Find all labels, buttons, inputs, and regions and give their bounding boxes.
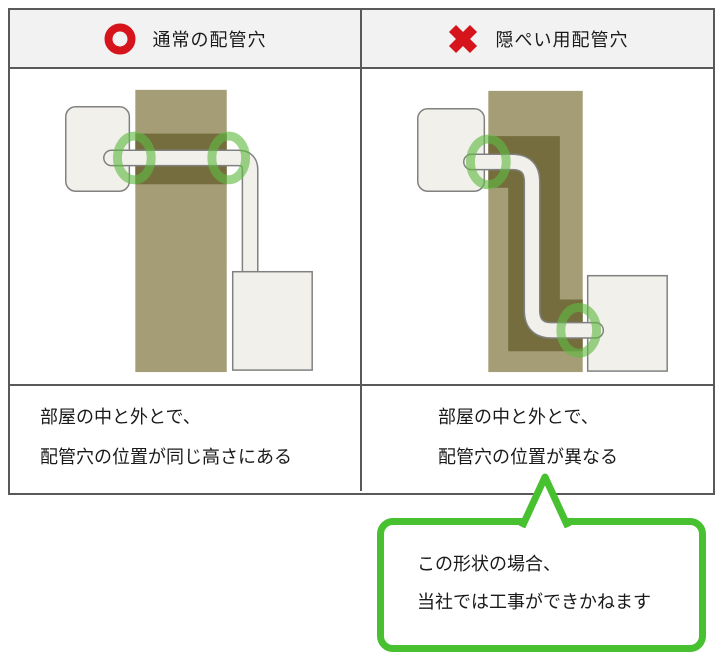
wall [135, 89, 227, 373]
header-label-concealed: 隠ぺい用配管穴 [495, 29, 629, 51]
outdoor-unit [231, 270, 313, 371]
cross-ng-icon [448, 24, 477, 53]
callout-line1: この形状の場合、 [417, 554, 561, 575]
hole-marker-indoor [112, 131, 156, 185]
hole-marker-indoor [465, 134, 511, 190]
hole-marker-outdoor [556, 303, 602, 358]
caption-concealed-line1: 部屋の中と外とで、 [438, 407, 599, 428]
caption-normal: 部屋の中と外とで、 配管穴の位置が同じ高さにある [10, 386, 362, 491]
circle-ok-icon [104, 23, 135, 54]
diagram-normal-piping [10, 69, 362, 386]
outdoor-unit [586, 274, 668, 372]
normal-piping-diagram [65, 89, 313, 373]
caption-concealed: 部屋の中と外とで、 配管穴の位置が異なる [362, 386, 713, 491]
callout-bubble: この形状の場合、 当社では工事ができかねます [377, 518, 706, 652]
concealed-piping-diagram [417, 90, 668, 373]
hole-marker-outdoor [207, 131, 251, 185]
piping-hole-comparison-table: 通常の配管穴 隠ぺい用配管穴 [8, 8, 715, 495]
indoor-unit [65, 106, 131, 192]
caption-concealed-line2: 配管穴の位置が異なる [438, 447, 618, 468]
caption-normal-line2: 配管穴の位置が同じ高さにある [40, 447, 292, 468]
pipe [464, 154, 603, 338]
caption-normal-line1: 部屋の中と外とで、 [40, 407, 201, 428]
header-normal-piping-hole: 通常の配管穴 [10, 10, 362, 69]
callout-line2: 当社では工事ができかねます [417, 592, 651, 613]
callout-tail-pointer [518, 473, 572, 528]
header-concealed-piping-hole: 隠ぺい用配管穴 [362, 10, 713, 69]
diagram-concealed-piping [362, 69, 713, 386]
header-label-normal: 通常の配管穴 [152, 29, 267, 51]
